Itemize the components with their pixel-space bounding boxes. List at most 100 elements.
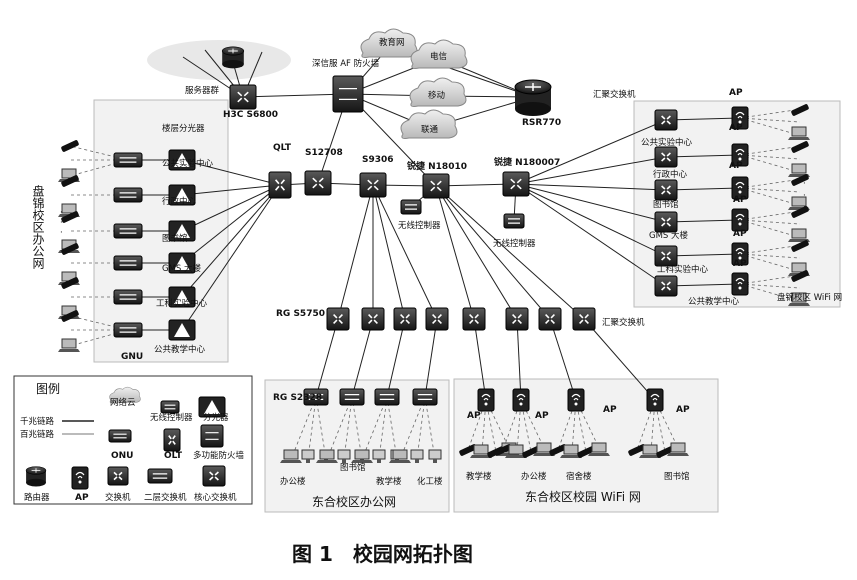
left-unit-3: GMS 大楼 xyxy=(162,263,202,274)
right-switch-icon xyxy=(654,245,678,267)
left-onu-icon xyxy=(113,289,143,305)
rg5750-switch-icon xyxy=(425,307,449,331)
rg2328-switch-icon xyxy=(303,388,329,406)
gnu-label: GNU xyxy=(121,352,143,362)
bw-client-icon xyxy=(494,444,512,456)
right-unit-4: 工科实验中心 xyxy=(657,264,709,275)
bw-building-2: 宿舍楼 xyxy=(566,471,592,482)
bw-client-icon xyxy=(577,446,595,458)
agg-switch-icon xyxy=(462,307,486,331)
right-region-label: 盘锦校区 WiFi 网 xyxy=(777,292,842,303)
rdot-1: · xyxy=(803,179,806,189)
rg5750-switch-icon xyxy=(361,307,385,331)
right-ap-5: AP xyxy=(733,259,747,269)
bo-client-icon xyxy=(428,449,442,463)
bw-client-icon xyxy=(667,442,689,456)
cloud-mobile-label: 移动 xyxy=(428,90,446,101)
legend-router: 路由器 xyxy=(24,492,50,503)
s12708-switch-icon xyxy=(304,170,332,196)
figure-caption: 图 1 校园网拓扑图 xyxy=(292,542,473,566)
rsr-label: RSR770 xyxy=(522,118,561,128)
right-ap-2: AP xyxy=(729,161,743,171)
legend-switch-icon xyxy=(107,466,129,486)
h3c-switch-icon xyxy=(229,84,257,110)
bw-ap-icon xyxy=(512,388,530,412)
agg-switch-icon xyxy=(572,307,596,331)
left-onu-icon xyxy=(113,322,143,338)
left-client-icon xyxy=(61,211,79,223)
left-splitter-icon xyxy=(168,184,196,206)
rg2328-switch-icon xyxy=(412,388,438,406)
dot-2: · xyxy=(60,218,63,228)
left-unit-4: 工科实验中心 xyxy=(156,298,208,309)
server-group-area xyxy=(147,40,291,80)
right-unit-3: GMS 大楼 xyxy=(649,230,689,241)
legend-splitter: 分光器 xyxy=(203,412,229,423)
legend-ap: AP xyxy=(75,493,89,503)
right-ap-icon xyxy=(731,242,749,266)
s9306-label: S9306 xyxy=(362,155,394,165)
right-ap-4: AP xyxy=(733,229,747,239)
legend-firewall: 多功能防火墙 xyxy=(193,450,245,461)
left-onu-icon xyxy=(113,223,143,239)
right-client-icon xyxy=(788,126,810,140)
bw-ap-0: AP xyxy=(467,411,481,421)
server-group-icon xyxy=(221,46,245,69)
bottom-office-region-label: 东合校区办公网 xyxy=(312,494,396,509)
right-switch-icon xyxy=(654,211,678,233)
bottom-wifi-region-label: 东合校区校园 WiFi 网 xyxy=(525,489,641,504)
left-client-icon xyxy=(61,243,79,255)
n18010-switch-icon xyxy=(422,173,450,199)
wlc2-icon xyxy=(503,213,525,229)
legend-cloud: 网络云 xyxy=(110,397,136,408)
legend-l2-switch-icon xyxy=(147,468,173,484)
legend-wlc-icon xyxy=(160,400,180,414)
dot-1: · xyxy=(60,208,63,218)
cloud-edu-icon xyxy=(360,28,418,58)
right-client-icon xyxy=(791,270,809,282)
n180007-label: 锐捷 N180007 xyxy=(494,156,560,168)
s12708-label: S12708 xyxy=(305,148,343,158)
legend-olt: OLT xyxy=(164,451,183,461)
right-switch-icon xyxy=(654,146,678,168)
floor-splitter-label: 楼层分光器 xyxy=(162,123,205,134)
rdot-3: · xyxy=(803,203,806,213)
rdot-2: · xyxy=(803,191,806,201)
right-ap-3: AP xyxy=(733,195,747,205)
right-unit-1: 行政中心 xyxy=(653,169,688,180)
firewall-label: 深信服 AF 防火墙 xyxy=(312,58,380,69)
bw-ap-2: AP xyxy=(603,405,617,415)
left-unit-2: 图书馆 xyxy=(162,233,188,244)
rsr-router-icon xyxy=(514,79,552,116)
bo-client-icon xyxy=(337,449,351,463)
cloud-unicom-label: 联通 xyxy=(421,124,439,135)
left-client-icon xyxy=(61,310,79,322)
left-client-icon xyxy=(61,175,79,187)
bw-ap-icon xyxy=(477,388,495,412)
right-unit-5: 公共教学中心 xyxy=(688,296,740,307)
legend-hundred: 百兆链路 xyxy=(20,429,55,440)
right-unit-0: 公共实验中心 xyxy=(641,137,693,148)
wlc2-label: 无线控制器 xyxy=(493,238,536,249)
legend-router-icon xyxy=(25,466,47,487)
cloud-telecom-icon xyxy=(410,39,468,69)
left-client-icon xyxy=(61,277,79,289)
right-switch-icon xyxy=(654,179,678,201)
wlc1-icon xyxy=(400,199,422,215)
qlt-olt-icon xyxy=(268,171,292,199)
bw-client-icon xyxy=(505,444,527,458)
cloud-telecom-label: 电信 xyxy=(430,51,448,62)
bw-ap-3: AP xyxy=(676,405,690,415)
left-onu-icon xyxy=(113,187,143,203)
bw-ap-1: AP xyxy=(535,411,549,421)
bw-client-icon xyxy=(533,442,555,456)
bw-building-1: 办公楼 xyxy=(521,471,547,482)
legend-cloud-icon xyxy=(109,386,141,404)
rg2328-switch-icon xyxy=(374,388,400,406)
legend-core-switch: 核心交换机 xyxy=(194,492,237,503)
bo-client-icon xyxy=(301,449,315,463)
bw-building-3: 图书馆 xyxy=(664,471,690,482)
left-onu-icon xyxy=(113,255,143,271)
left-region-label: 盘锦校区办公网 xyxy=(31,184,45,269)
agg-bottom-label: 汇聚交换机 xyxy=(602,317,645,328)
